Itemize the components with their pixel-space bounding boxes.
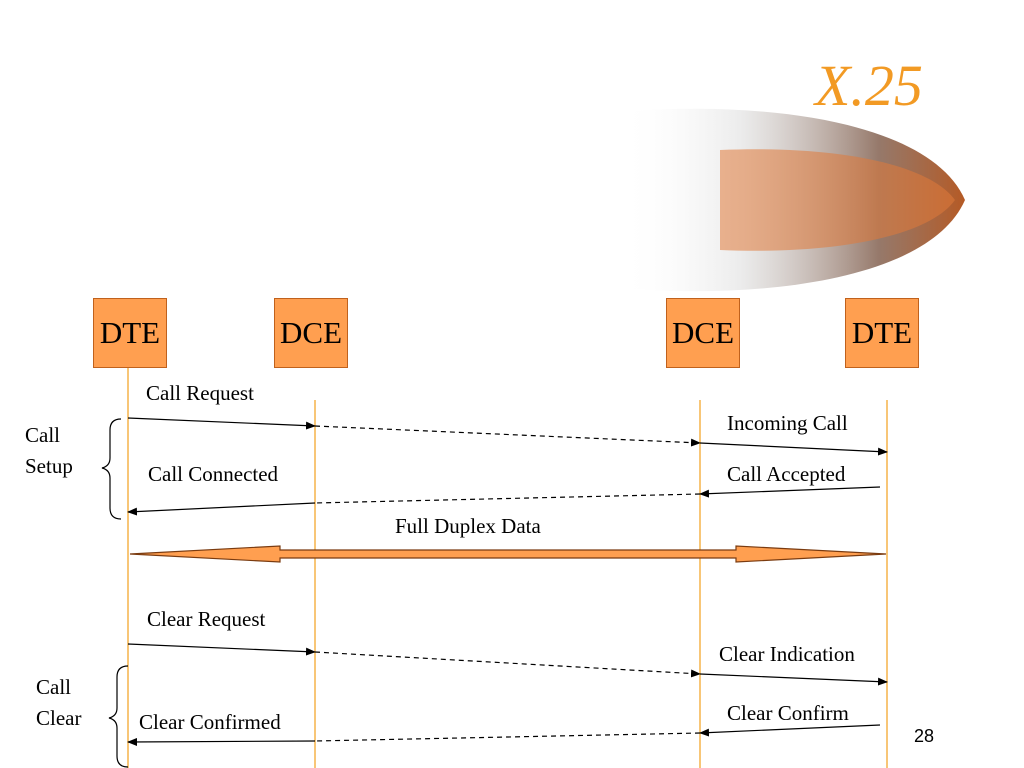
arrow-call-connected — [127, 502, 316, 516]
arrow-call-request-transit — [314, 425, 701, 447]
brace-call-setup — [101, 418, 122, 520]
label-call-accepted: Call Accepted — [727, 462, 846, 486]
label-clear-indication: Clear Indication — [719, 642, 855, 666]
group-label-call-setup-line1: Call — [25, 423, 60, 447]
label-call-request: Call Request — [146, 381, 254, 405]
group-label-call-setup: Call Setup — [25, 420, 73, 482]
group-label-call-clear-line1: Call — [36, 675, 71, 699]
arrow-clear-confirm — [699, 724, 881, 737]
arrow-clear-request-transit — [314, 651, 701, 678]
label-incoming-call: Incoming Call — [727, 411, 848, 435]
group-label-call-setup-line2: Setup — [25, 454, 73, 478]
group-label-call-clear: Call Clear — [36, 672, 81, 734]
slide-title: X.25 — [815, 53, 923, 118]
label-clear-request: Clear Request — [147, 607, 266, 631]
label-full-duplex: Full Duplex Data — [395, 514, 541, 538]
arrow-call-accepted-transit — [314, 493, 701, 504]
label-clear-confirm: Clear Confirm — [727, 701, 849, 725]
arrow-call-accepted — [699, 486, 881, 498]
duplex-arrow — [129, 545, 887, 563]
entity-box-dce-right: DCE — [666, 298, 740, 368]
entity-box-dte-right: DTE — [845, 298, 919, 368]
entity-box-dce-left: DCE — [274, 298, 348, 368]
page-number: 28 — [914, 726, 935, 746]
arrow-clear-request — [127, 643, 316, 656]
arrow-clear-confirm-transit — [314, 732, 701, 742]
arrow-clear-confirmed — [127, 737, 316, 746]
entity-box-dte-left: DTE — [93, 298, 167, 368]
arrow-call-request — [127, 417, 316, 430]
arrow-incoming-call — [699, 442, 888, 456]
arrow-clear-indication — [699, 673, 888, 686]
label-call-connected: Call Connected — [148, 462, 279, 486]
group-label-call-clear-line2: Clear — [36, 706, 82, 730]
brace-call-clear — [108, 665, 129, 768]
label-clear-confirmed: Clear Confirmed — [139, 710, 281, 734]
